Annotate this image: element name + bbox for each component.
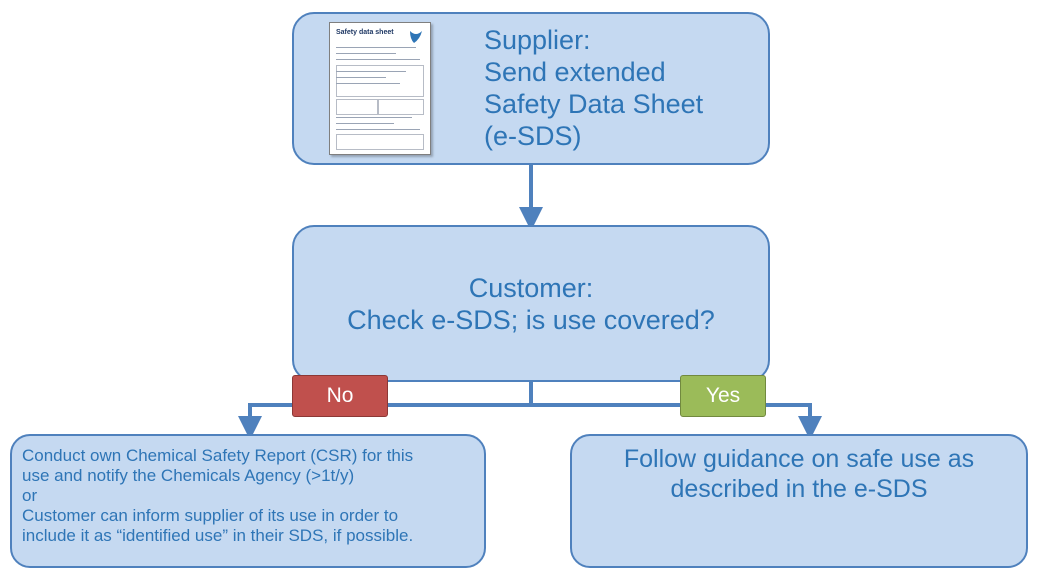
supplier-box: Safety data sheet Supplier: Send extende…	[292, 12, 770, 165]
no-outcome-box: Conduct own Chemical Safety Report (CSR)…	[10, 434, 486, 568]
supplier-line-3: (e-SDS)	[484, 121, 582, 151]
supplier-text: Supplier: Send extended Safety Data Shee…	[484, 24, 703, 152]
doc-logo-icon	[410, 31, 422, 43]
yes-outcome-box: Follow guidance on safe use as described…	[570, 434, 1028, 568]
supplier-line-2: Safety Data Sheet	[484, 89, 704, 119]
yes-outcome-line-2: described in the e-SDS	[670, 475, 928, 503]
supplier-heading: Supplier:	[484, 25, 591, 55]
supplier-line-1: Send extended	[484, 57, 666, 87]
doc-title: Safety data sheet	[336, 29, 394, 36]
no-outcome-line-3: or	[22, 486, 38, 505]
no-outcome-line-1: Conduct own Chemical Safety Report (CSR)…	[22, 446, 414, 465]
no-label: No	[292, 375, 388, 417]
customer-box: Customer: Check e-SDS; is use covered?	[292, 225, 770, 382]
no-outcome-line-5: include it as “identified use” in their …	[22, 526, 414, 545]
safety-data-sheet-thumbnail: Safety data sheet	[329, 22, 431, 155]
yes-label: Yes	[680, 375, 766, 417]
customer-question: Check e-SDS; is use covered?	[347, 304, 715, 335]
customer-heading: Customer:	[468, 272, 594, 303]
yes-outcome-line-1: Follow guidance on safe use as	[623, 445, 975, 473]
no-outcome-line-2: use and notify the Chemicals Agency (>1t…	[22, 466, 355, 485]
no-outcome-line-4: Customer can inform supplier of its use …	[22, 506, 399, 525]
